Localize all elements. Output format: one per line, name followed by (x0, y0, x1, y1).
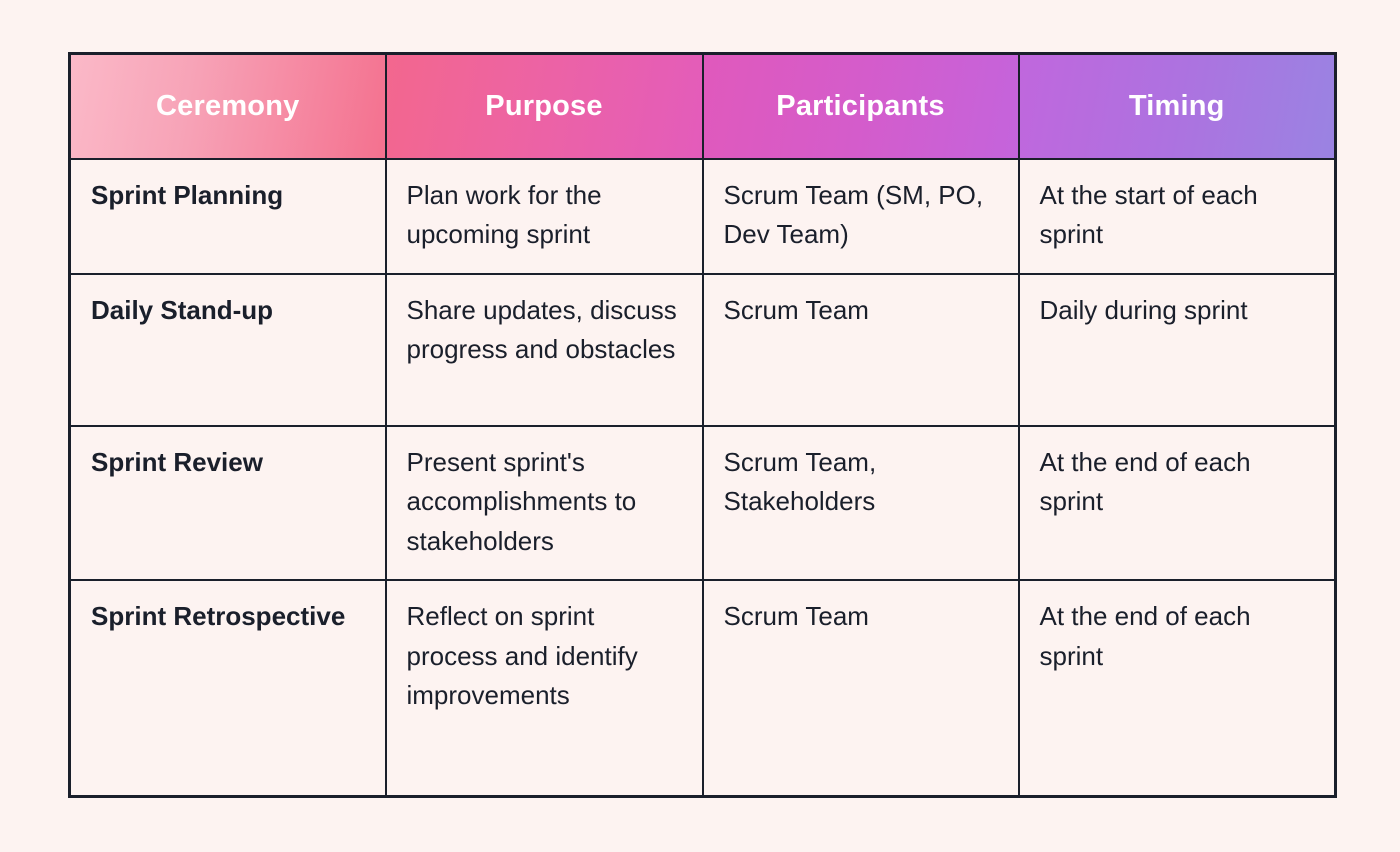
cell-timing: Daily during sprint (1017, 272, 1337, 427)
table-header: Ceremony Purpose Participants Timing (68, 52, 1337, 160)
table-row: Sprint Planning Plan work for the upcomi… (68, 157, 1337, 275)
cell-purpose: Reflect on sprint process and identify i… (384, 579, 704, 798)
table-row: Sprint Retrospective Reflect on sprint p… (68, 579, 1337, 798)
cell-ceremony: Sprint Retrospective (68, 579, 387, 798)
column-header-purpose: Purpose (384, 52, 704, 160)
table-row: Sprint Review Present sprint's accomplis… (68, 424, 1337, 582)
column-header-ceremony: Ceremony (68, 52, 387, 160)
scrum-ceremonies-table-container: Ceremony Purpose Participants Timing Spr… (68, 52, 1337, 798)
cell-participants: Scrum Team (701, 579, 1020, 798)
table-row: Daily Stand-up Share updates, discuss pr… (68, 272, 1337, 427)
cell-timing: At the start of each sprint (1017, 157, 1337, 275)
cell-ceremony: Daily Stand-up (68, 272, 387, 427)
cell-ceremony: Sprint Planning (68, 157, 387, 275)
table-body: Sprint Planning Plan work for the upcomi… (68, 157, 1337, 798)
scrum-ceremonies-table: Ceremony Purpose Participants Timing Spr… (68, 52, 1337, 798)
column-header-timing: Timing (1017, 52, 1337, 160)
cell-timing: At the end of each sprint (1017, 424, 1337, 582)
column-header-participants: Participants (701, 52, 1020, 160)
cell-timing: At the end of each sprint (1017, 579, 1337, 798)
cell-purpose: Share updates, discuss progress and obst… (384, 272, 704, 427)
cell-participants: Scrum Team, Stakeholders (701, 424, 1020, 582)
cell-purpose: Present sprint's accomplishments to stak… (384, 424, 704, 582)
cell-purpose: Plan work for the upcoming sprint (384, 157, 704, 275)
cell-participants: Scrum Team (701, 272, 1020, 427)
cell-ceremony: Sprint Review (68, 424, 387, 582)
cell-participants: Scrum Team (SM, PO, Dev Team) (701, 157, 1020, 275)
table-header-row: Ceremony Purpose Participants Timing (68, 52, 1337, 160)
